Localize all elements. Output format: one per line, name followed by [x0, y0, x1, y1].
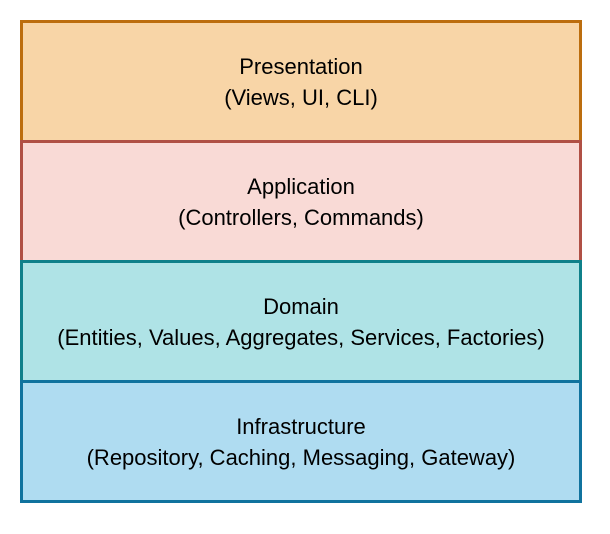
layer-infrastructure: Infrastructure (Repository, Caching, Mes…	[20, 380, 582, 503]
layer-application: Application (Controllers, Commands)	[20, 140, 582, 263]
layer-domain: Domain (Entities, Values, Aggregates, Se…	[20, 260, 582, 383]
layer-presentation-subtitle: (Views, UI, CLI)	[224, 84, 378, 110]
layer-application-title: Application	[247, 173, 355, 199]
layer-presentation: Presentation (Views, UI, CLI)	[20, 20, 582, 143]
layer-infrastructure-subtitle: (Repository, Caching, Messaging, Gateway…	[86, 444, 516, 470]
layer-application-subtitle: (Controllers, Commands)	[178, 204, 424, 230]
layer-domain-subtitle: (Entities, Values, Aggregates, Services,…	[57, 324, 545, 350]
architecture-stack: Presentation (Views, UI, CLI) Applicatio…	[20, 20, 582, 503]
layer-infrastructure-title: Infrastructure	[236, 413, 366, 439]
layer-domain-title: Domain	[263, 293, 339, 319]
layer-presentation-title: Presentation	[239, 53, 363, 79]
